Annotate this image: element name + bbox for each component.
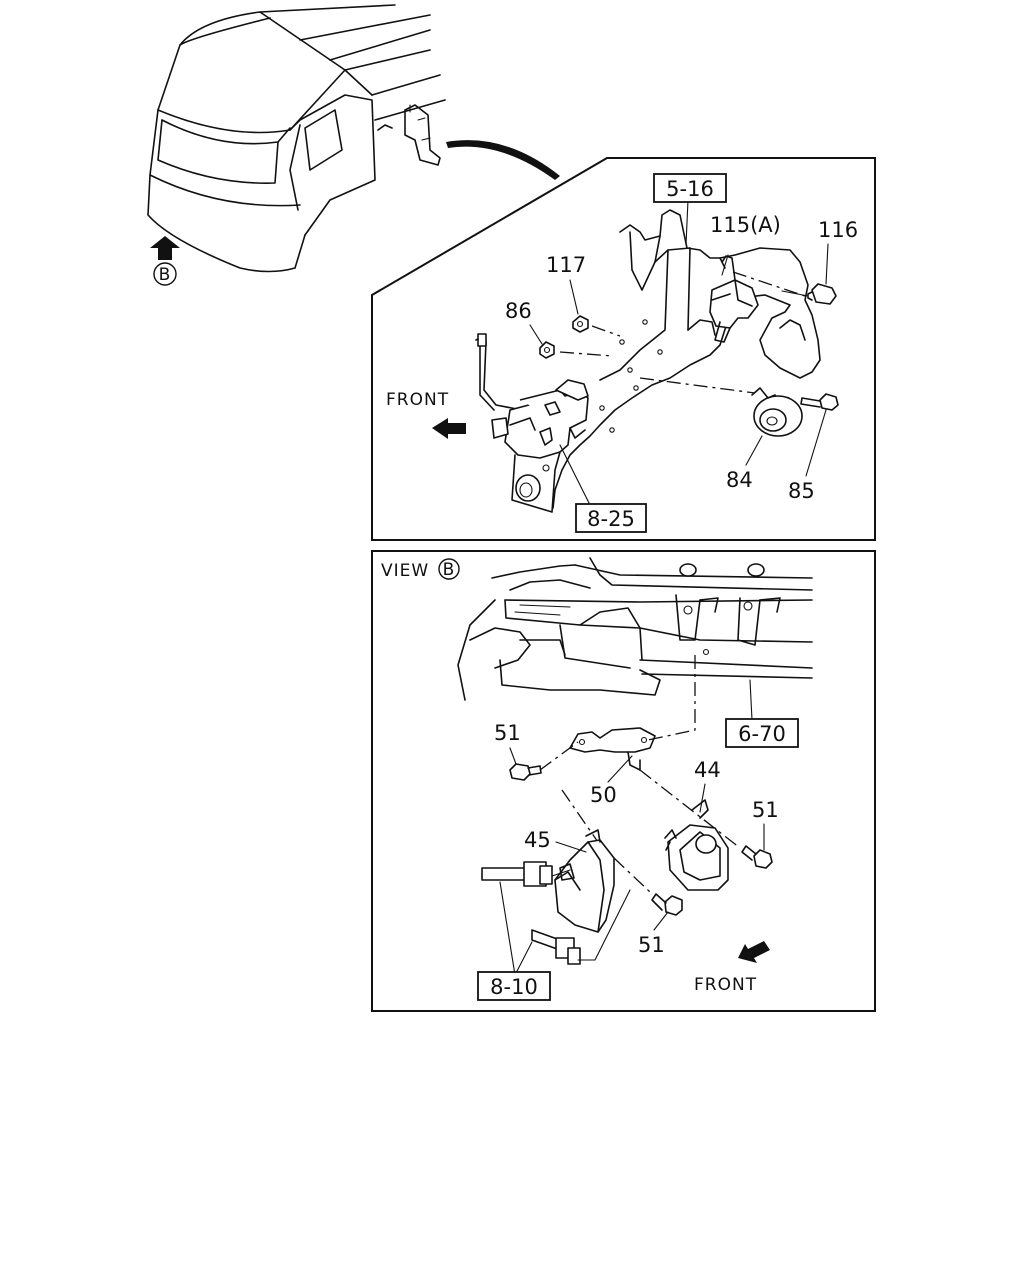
part-84: 84 — [726, 468, 753, 492]
ref-box-5-16 — [653, 173, 727, 203]
ref-8-25: 8-25 — [587, 507, 635, 531]
view-label-marker: B — [443, 560, 456, 580]
upper-detail-panel: FRONT 5-16 115(A) 116 117 86 84 85 8-25 — [371, 157, 876, 541]
ref-6-70: 6-70 — [738, 722, 786, 746]
arrow-left-icon — [432, 418, 466, 439]
ref-box-6-70 — [725, 718, 799, 748]
arrow-down-left-icon — [738, 941, 770, 963]
ref-box-8-25 — [575, 503, 647, 533]
ref-5-16: 5-16 — [666, 177, 714, 201]
part-45: 45 — [524, 828, 551, 852]
curved-arrow-icon — [446, 140, 560, 180]
view-b-panel: VIEW B — [371, 550, 876, 1012]
part-115a: 115(A) — [710, 213, 781, 237]
part-86: 86 — [505, 299, 532, 323]
arrow-up-icon — [150, 236, 180, 260]
part-51-right: 51 — [752, 798, 779, 822]
view-label: VIEW — [381, 561, 429, 581]
front-label-lower: FRONT — [694, 975, 757, 995]
part-85: 85 — [788, 479, 815, 503]
part-116: 116 — [818, 218, 858, 242]
truck-cab-illustration — [147, 4, 446, 273]
part-50: 50 — [590, 783, 617, 807]
front-label-upper: FRONT — [386, 390, 449, 410]
part-51-bottom: 51 — [638, 933, 665, 957]
part-51-left: 51 — [494, 721, 521, 745]
view-marker-b: B — [153, 262, 177, 286]
part-44: 44 — [694, 758, 721, 782]
part-117: 117 — [546, 253, 586, 277]
ref-8-10: 8-10 — [490, 975, 538, 999]
ref-box-8-10 — [477, 971, 551, 1001]
view-marker-b-text: B — [159, 265, 172, 285]
